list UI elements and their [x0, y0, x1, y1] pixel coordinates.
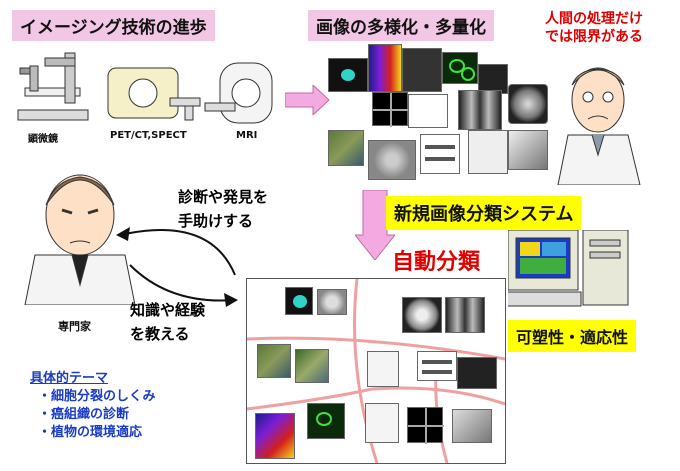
device-label-mri: MRI	[236, 130, 258, 141]
themes-list: 具体的テーマ ・細胞分裂のしくみ ・癌組織の診断 ・植物の環境適応	[30, 370, 156, 442]
teach-text: 知識や経験 を教える	[130, 298, 205, 346]
mri-scanner-icon	[204, 62, 273, 124]
classification-panel	[246, 278, 506, 464]
theme-item-plant-adaptation: ・植物の環境適応	[38, 425, 143, 440]
bright-spots-thumb-b	[457, 357, 497, 389]
classification-boundaries	[247, 279, 505, 463]
bright-spots-thumb	[478, 64, 508, 94]
satellite-thumb-b	[295, 349, 329, 383]
computer-illustration	[508, 230, 629, 307]
cell-image-thumb	[328, 58, 368, 92]
help-line1: 診断や発見を	[178, 188, 269, 206]
arrow-right-icon	[285, 85, 330, 115]
fft-thumb	[372, 92, 409, 127]
fft-thumb-b	[407, 407, 444, 444]
image-collage-top	[328, 44, 548, 184]
cell-thumb-a	[285, 287, 313, 315]
human-limit-line2: では限界がある	[545, 29, 643, 45]
worried-person-illustration	[557, 67, 641, 185]
auto-classify-label: 自動分類	[392, 250, 481, 275]
microscope-rings-thumb	[408, 94, 448, 128]
device-label-microscope: 顕微鏡	[28, 134, 58, 145]
help-text: 診断や発見を 手助けする	[178, 185, 268, 233]
microscope-icon	[17, 52, 89, 121]
teach-line2: を教える	[130, 325, 190, 343]
new-classification-system-label: 新規画像分類システム	[386, 196, 582, 230]
human-limit-text: 人間の処理だけ では限界がある	[545, 10, 643, 46]
pet-ct-scanner-icon	[107, 67, 201, 121]
expert-label: 専門家	[58, 320, 91, 333]
chromosome-thumb	[468, 130, 508, 174]
brain-thumb	[402, 297, 442, 333]
help-line2: 手助けする	[178, 212, 254, 230]
satellite-thumb-a	[257, 344, 291, 378]
cell-thumb-b	[317, 289, 347, 315]
cell-gray-thumb	[368, 140, 416, 180]
imaging-progress-title: イメージング技術の進歩	[12, 10, 215, 41]
theme-item-cell-division: ・細胞分裂のしくみ	[38, 389, 156, 404]
heatmap-thumb	[368, 44, 402, 92]
adaptivity-label: 可塑性・適応性	[508, 320, 637, 352]
heatmap-thumb-b	[255, 413, 295, 459]
green-cells-thumb-b	[307, 403, 345, 439]
human-limit-line1: 人間の処理だけ	[545, 11, 643, 27]
theme-item-cancer-diagnosis: ・癌組織の診断	[38, 407, 130, 422]
chromosome-thumb-a	[367, 351, 399, 387]
satellite-thumb	[328, 130, 364, 166]
green-cells-thumb	[442, 52, 478, 84]
gel-thumb	[417, 351, 457, 381]
image-diversity-title: 画像の多様化・多量化	[308, 10, 494, 41]
themes-title: 具体的テーマ	[30, 371, 109, 386]
expert-illustration	[24, 174, 136, 305]
teach-line1: 知識や経験	[130, 301, 206, 319]
texture-thumb-b	[452, 409, 492, 443]
brain-mri-thumb	[508, 84, 548, 124]
gel-blot-thumb	[420, 134, 460, 174]
chromosome-thumb-b	[365, 403, 399, 443]
texture-thumb	[508, 130, 548, 170]
arrows-help-teach	[116, 227, 238, 307]
xray-thumb	[445, 297, 485, 333]
tissue-thumb	[402, 48, 442, 92]
device-label-petct: PET/CT,SPECT	[110, 130, 187, 141]
xray-chest-thumb	[458, 90, 502, 130]
imaging-devices-illustration	[17, 52, 273, 124]
